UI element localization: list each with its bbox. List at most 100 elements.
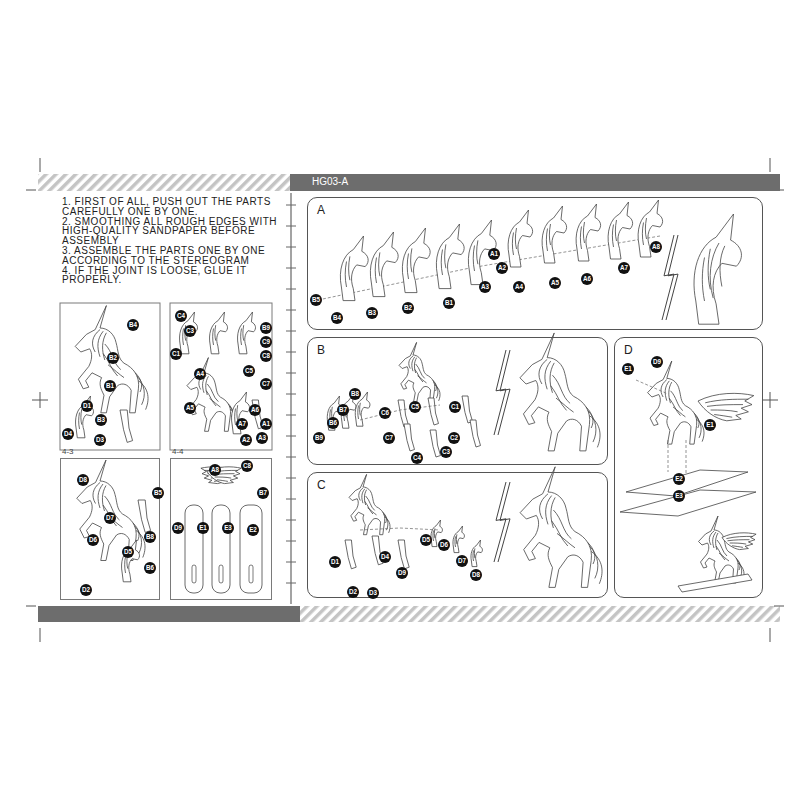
drawing-line bbox=[133, 523, 139, 541]
drawing-line bbox=[286, 583, 296, 584]
callout-number: C4 bbox=[411, 452, 423, 464]
drawing-line bbox=[80, 409, 82, 424]
drawing-line bbox=[187, 358, 237, 432]
drawing-line bbox=[404, 424, 415, 451]
drawing-line bbox=[379, 252, 380, 276]
drawing-line bbox=[286, 562, 296, 563]
callout-number: A1 bbox=[488, 248, 500, 260]
drawing-line bbox=[435, 385, 440, 401]
callout-number: D8 bbox=[470, 569, 482, 581]
callout-number: A2 bbox=[240, 434, 252, 446]
drawing-line bbox=[591, 551, 602, 583]
drawing-line bbox=[636, 380, 668, 394]
callout-number: C1 bbox=[449, 401, 461, 413]
header-band: HG03-A bbox=[290, 174, 780, 191]
callout-number: D4 bbox=[379, 551, 391, 563]
callout-number: B3 bbox=[95, 414, 107, 426]
drawing-line bbox=[103, 505, 117, 526]
drawing-line bbox=[238, 312, 256, 354]
drawing-line bbox=[711, 410, 738, 412]
drawing-line bbox=[620, 490, 756, 516]
callout-number: D9 bbox=[396, 567, 408, 579]
drawing-line bbox=[286, 436, 296, 437]
drawing-line bbox=[477, 240, 478, 264]
callout-number: D8 bbox=[77, 474, 89, 486]
callout-number: C4 bbox=[175, 310, 187, 322]
drawing-line bbox=[642, 223, 643, 246]
callout-number: E3 bbox=[222, 522, 234, 534]
callout-number: B4 bbox=[331, 312, 343, 324]
drawing-line bbox=[122, 540, 140, 582]
drawing-line bbox=[345, 262, 346, 288]
drawing-line bbox=[418, 376, 427, 383]
drawing-line bbox=[645, 218, 646, 239]
callout-number: B5 bbox=[152, 487, 164, 499]
drawing-line bbox=[232, 392, 250, 434]
drawing-line bbox=[214, 325, 216, 340]
drawing-line bbox=[557, 533, 575, 547]
drawing-line bbox=[138, 381, 148, 410]
drawing-line bbox=[286, 520, 296, 521]
drawing-line bbox=[75, 306, 138, 413]
drawing-line bbox=[122, 540, 140, 582]
drawing-line bbox=[210, 398, 221, 407]
drawing-line bbox=[678, 574, 752, 592]
callout-number: C6 bbox=[379, 407, 391, 419]
drawing-line bbox=[494, 482, 506, 562]
callout-number: B5 bbox=[310, 294, 322, 306]
drawing-line bbox=[736, 558, 740, 570]
callout-number: D3 bbox=[94, 434, 106, 446]
drawing-line bbox=[375, 258, 376, 284]
drawing-line bbox=[300, 606, 780, 622]
drawing-line bbox=[586, 407, 593, 428]
drawing-line bbox=[615, 220, 616, 241]
drawing-line bbox=[702, 258, 704, 302]
drawing-line bbox=[286, 331, 296, 332]
callout-number: A4 bbox=[194, 368, 206, 380]
drawing-line bbox=[638, 200, 663, 257]
drawing-line bbox=[286, 268, 296, 269]
drawing-line bbox=[520, 467, 602, 588]
drawing-line bbox=[648, 361, 697, 444]
callout-number: E2 bbox=[247, 524, 259, 536]
step-letter: A bbox=[317, 203, 325, 217]
drawing-line bbox=[286, 499, 296, 500]
drawing-line bbox=[385, 517, 390, 533]
drawing-line bbox=[286, 394, 296, 395]
drawing-line bbox=[399, 342, 440, 402]
drawing-line bbox=[638, 200, 663, 257]
callout-number: B1 bbox=[104, 380, 116, 392]
drawing-line bbox=[78, 413, 80, 430]
callout-number: C7 bbox=[383, 432, 395, 444]
drawing-line bbox=[576, 204, 601, 261]
callout-number: A8 bbox=[650, 241, 662, 253]
drawing-line bbox=[32, 400, 48, 401]
drawing-line bbox=[428, 398, 439, 425]
sheet-number: 4-3 bbox=[62, 447, 74, 456]
callout-number: B1 bbox=[443, 297, 455, 309]
drawing-line bbox=[286, 247, 296, 248]
drawing-line bbox=[726, 536, 752, 538]
drawing-line bbox=[498, 350, 510, 435]
drawing-line bbox=[366, 496, 375, 510]
drawing-line bbox=[445, 244, 446, 268]
drawing-line bbox=[349, 256, 350, 280]
drawing-line bbox=[462, 396, 473, 423]
drawing-line bbox=[26, 606, 36, 607]
callout-number: D7 bbox=[104, 512, 116, 524]
drawing-line bbox=[345, 540, 356, 569]
callout-number: B7 bbox=[337, 404, 349, 416]
drawing-line bbox=[290, 193, 291, 604]
drawing-line bbox=[608, 202, 633, 259]
drawing-line bbox=[185, 505, 203, 593]
drawing-line bbox=[212, 505, 230, 593]
drawing-line bbox=[38, 606, 300, 622]
drawing-line bbox=[286, 310, 296, 311]
model-code: HG03-A bbox=[312, 176, 348, 187]
callout-number: D2 bbox=[347, 586, 359, 598]
drawing-line bbox=[474, 548, 476, 558]
callout-number: A4 bbox=[513, 281, 525, 293]
step-letter: D bbox=[624, 343, 633, 357]
drawing-line bbox=[546, 229, 547, 252]
